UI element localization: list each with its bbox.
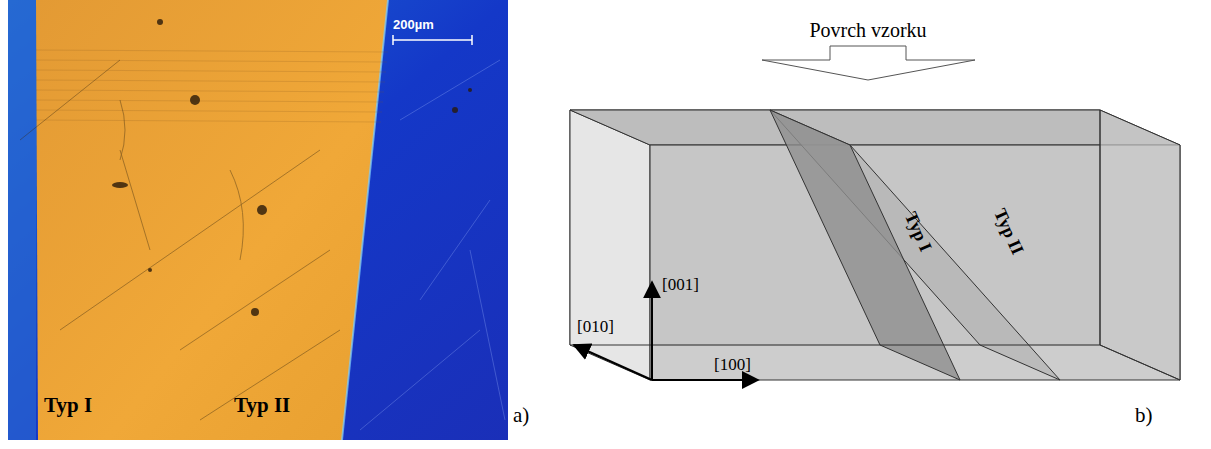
panel-letter: a) — [513, 404, 529, 427]
surface-arrow — [762, 46, 975, 80]
micrograph — [8, 0, 508, 440]
twin-plane-type-ii — [770, 110, 1060, 380]
axis-label: [100] — [714, 356, 751, 375]
crystal-prism — [570, 110, 1180, 380]
twin-type-label: Typ I — [44, 394, 92, 417]
twin-type-label: Typ II — [234, 394, 290, 417]
axis-label: [001] — [662, 276, 699, 295]
axis-label: [010] — [577, 318, 614, 337]
twin-plane-type-i — [770, 110, 960, 380]
axes — [574, 282, 758, 380]
scale-label: 200µm — [393, 18, 434, 32]
surface-label: Povrch vzorku — [809, 19, 926, 41]
panel-letter: b) — [1135, 404, 1153, 427]
scale-bar — [393, 35, 472, 45]
